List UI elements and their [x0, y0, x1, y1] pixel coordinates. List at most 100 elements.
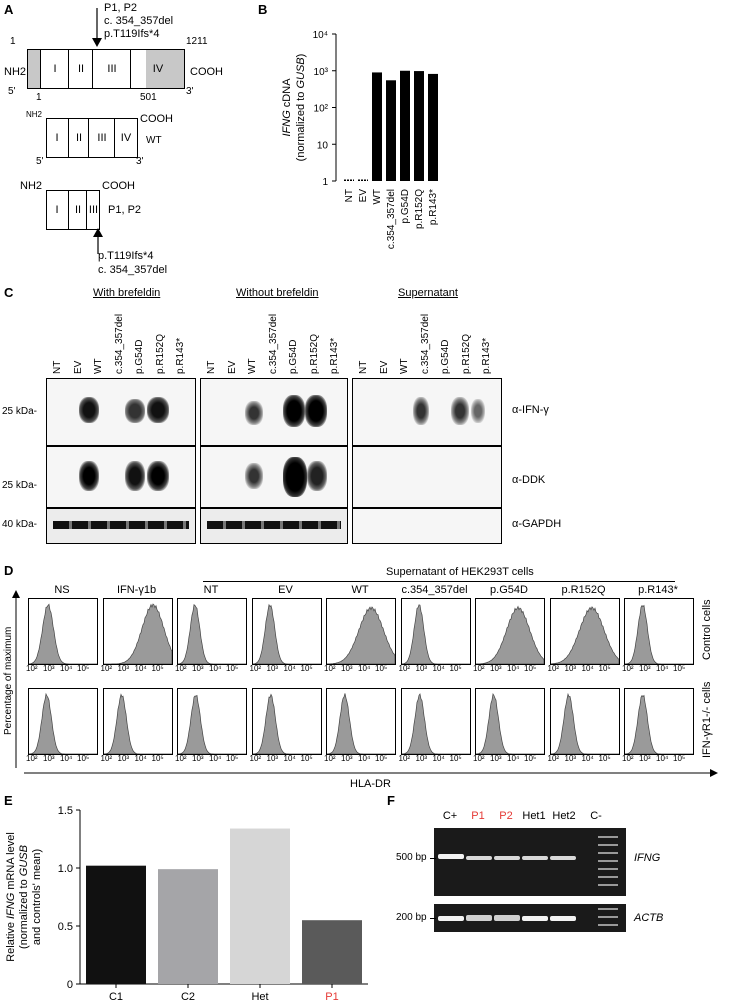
histogram-tick-label: 10⁴ — [507, 664, 520, 673]
histogram-plot — [177, 604, 246, 665]
panel-label-b: B — [258, 2, 268, 17]
size-tick — [430, 918, 436, 919]
row-label-knockout: IFN-γR1-/- cells — [701, 681, 713, 758]
histogram-tick-label: 10³ — [341, 754, 353, 763]
histogram-tick-label: 10⁵ — [673, 754, 686, 763]
panel-label-a: A — [4, 2, 14, 17]
histogram-plot — [550, 606, 619, 665]
bar-WT — [372, 72, 382, 181]
gel-ladder — [598, 836, 618, 892]
histogram-control-0 — [28, 598, 98, 665]
flow-col-header: WT — [351, 584, 369, 596]
band — [147, 397, 169, 423]
x-tick-label: WT — [372, 189, 383, 205]
histogram-area — [550, 606, 619, 665]
histogram-area — [624, 604, 693, 665]
x-tick-label: C2 — [181, 991, 195, 1000]
antibody-ifng: α-IFN-γ — [512, 404, 549, 416]
histogram-tick-label: 10² — [622, 664, 634, 673]
flow-xlabel: HLA-DR — [350, 778, 391, 790]
histogram-tick-label: 10² — [622, 754, 634, 763]
histogram-tick-label: 10² — [249, 664, 262, 673]
lane-label-1-0: NT — [206, 360, 217, 374]
histogram-plot — [550, 692, 619, 755]
histogram-tick-label: 10⁴ — [358, 754, 371, 763]
wt-domain-i: I — [55, 132, 59, 144]
histogram-tick-label: 10⁴ — [60, 754, 73, 763]
band — [125, 461, 145, 491]
wt-domain-iv: IV — [114, 119, 137, 157]
lane-label-1-3: c.354_357del — [267, 313, 279, 374]
histogram-knockout-1 — [102, 688, 173, 755]
full-nterm: NH2 — [4, 66, 27, 78]
full-end: 1211 — [186, 36, 208, 47]
blot-ddk-supernatant — [352, 446, 502, 508]
histogram-plot — [401, 693, 470, 755]
panel-label-e: E — [4, 793, 13, 808]
size-500bp: 500 bp — [396, 852, 427, 863]
histogram-tick-label: 10⁴ — [581, 754, 594, 763]
histogram-tick-label: 10⁵ — [375, 664, 388, 673]
histogram-tick-label: 10⁴ — [134, 664, 147, 673]
utr5-region — [28, 50, 40, 88]
gel-ladder — [598, 908, 618, 928]
y-tick-label: 1.0 — [58, 863, 73, 875]
wt-three-prime: 3' — [136, 156, 144, 167]
histogram-tick-label: 10² — [473, 664, 485, 673]
histogram-plot — [624, 694, 693, 755]
bar-p.G54D — [400, 70, 410, 181]
histogram-control-5 — [400, 598, 471, 665]
gel-lane-label: P2 — [499, 810, 513, 822]
histogram-plot — [475, 693, 544, 755]
mut-label: P1, P2 — [108, 204, 142, 216]
bar-Het — [230, 828, 290, 984]
flow-col-header: c.354_357del — [401, 584, 468, 596]
histogram-tick-label: 10⁵ — [673, 664, 686, 673]
y-tick-label: 10² — [314, 104, 329, 115]
histogram-tick-label: 10⁴ — [507, 754, 520, 763]
histogram-tick-label: 10⁴ — [656, 664, 669, 673]
histogram-tick-label: 10² — [175, 754, 187, 763]
histogram-plot — [326, 693, 395, 755]
histogram-tick-label: 10⁵ — [226, 664, 239, 673]
histogram-tick-label: 10³ — [564, 754, 577, 763]
flow-col-header: IFN-γ1b — [116, 584, 157, 596]
lane-label-0-3: c.354_357del — [113, 313, 125, 374]
histogram-area — [103, 693, 172, 755]
lane-label-0-1: EV — [72, 360, 84, 374]
histogram-tick-label: 10⁵ — [375, 754, 388, 763]
band — [245, 401, 263, 425]
lane-label-2-3: c.354_357del — [419, 313, 431, 374]
full-five-prime: 5' — [8, 86, 16, 97]
histogram-tick-label: 10⁵ — [151, 664, 164, 673]
histogram-tick-label: 10³ — [564, 664, 577, 673]
blot-group-without-brefeldin: Without brefeldin — [236, 287, 319, 299]
wt-label: WT — [146, 135, 162, 146]
lane-label-2-0: NT — [358, 360, 369, 374]
mut-cdna-change: c. 354_357del — [98, 264, 168, 276]
supernatant-header: Supernatant of HEK293T cells — [386, 566, 534, 578]
lane-label-2-5: p.R152Q — [460, 333, 472, 374]
bar-p.R152Q — [414, 71, 424, 181]
histogram-tick-label: 10⁴ — [209, 664, 222, 673]
histogram-tick-label: 10⁴ — [283, 664, 296, 673]
histogram-tick-label: 10⁵ — [524, 664, 537, 673]
gapdh-band-row — [53, 521, 189, 529]
band — [125, 399, 145, 423]
histogram-plot — [252, 693, 321, 755]
band — [79, 397, 99, 423]
histogram-plot — [28, 692, 97, 755]
lane-label-0-0: NT — [52, 360, 63, 374]
mutant-protein-bar: I II III — [46, 190, 100, 230]
histogram-tick-label: 10⁵ — [77, 754, 90, 763]
y-axis-label: IFNG cDNA — [281, 78, 293, 137]
histogram-tick-label: 10³ — [415, 664, 428, 673]
x-tick-label: p.R143* — [428, 189, 439, 225]
size-200bp: 200 bp — [396, 912, 427, 923]
histogram-tick-label: 10³ — [639, 754, 651, 763]
size-tick — [430, 858, 436, 859]
full-domain-ii: II — [68, 50, 93, 88]
y-axis-label-3: and controls' mean) — [31, 849, 43, 945]
mutation-arrow-top — [92, 8, 102, 47]
